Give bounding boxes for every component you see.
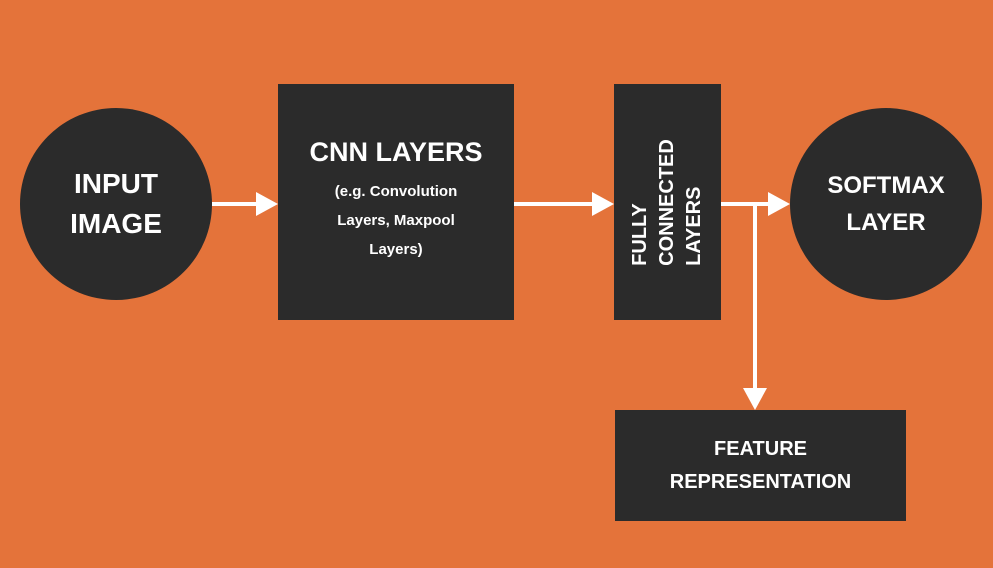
feature-representation-node: FEATURE REPRESENTATION: [615, 410, 906, 521]
fully-connected-label-line: CONNECTED: [656, 138, 679, 266]
fully-connected-label-line: FULLY: [629, 202, 652, 266]
cnn-subtitle-line: Layers): [369, 240, 423, 258]
cnn-subtitle-line: Layers, Maxpool: [337, 211, 455, 229]
input-label-line: INPUT: [74, 168, 158, 199]
cnn-subtitle-line: (e.g. Convolution: [334, 182, 458, 200]
arrow-cnn-to-fully-connected: [514, 192, 614, 216]
softmax-layer-label: SOFTMAX LAYER: [827, 167, 944, 241]
input-label-line: IMAGE: [70, 208, 162, 239]
arrow-fully-connected-to-feature: [743, 204, 767, 410]
fully-connected-layers-node: FULLY CONNECTED LAYERS: [614, 84, 721, 320]
feature-representation-label: FEATURE REPRESENTATION: [670, 433, 852, 499]
fully-connected-label: FULLY CONNECTED LAYERS: [627, 139, 708, 266]
softmax-label-line: LAYER: [846, 209, 926, 236]
feature-label-line: FEATURE: [714, 437, 807, 460]
softmax-layer-node: SOFTMAX LAYER: [790, 108, 982, 300]
cnn-layers-title: CNN LAYERS: [309, 136, 483, 167]
fully-connected-label-line: LAYERS: [683, 186, 706, 266]
input-image-label: INPUT IMAGE: [70, 164, 162, 244]
arrow-input-to-cnn: [212, 192, 278, 216]
softmax-label-line: SOFTMAX: [827, 172, 945, 199]
arrow-fully-connected-to-softmax: [721, 192, 790, 216]
cnn-layers-node: CNN LAYERS (e.g. Convolution Layers, Max…: [278, 84, 514, 320]
cnn-layers-subtitle: (e.g. Convolution Layers, Maxpool Layers…: [335, 177, 457, 264]
input-image-node: INPUT IMAGE: [20, 108, 212, 300]
feature-label-line: REPRESENTATION: [669, 470, 852, 493]
